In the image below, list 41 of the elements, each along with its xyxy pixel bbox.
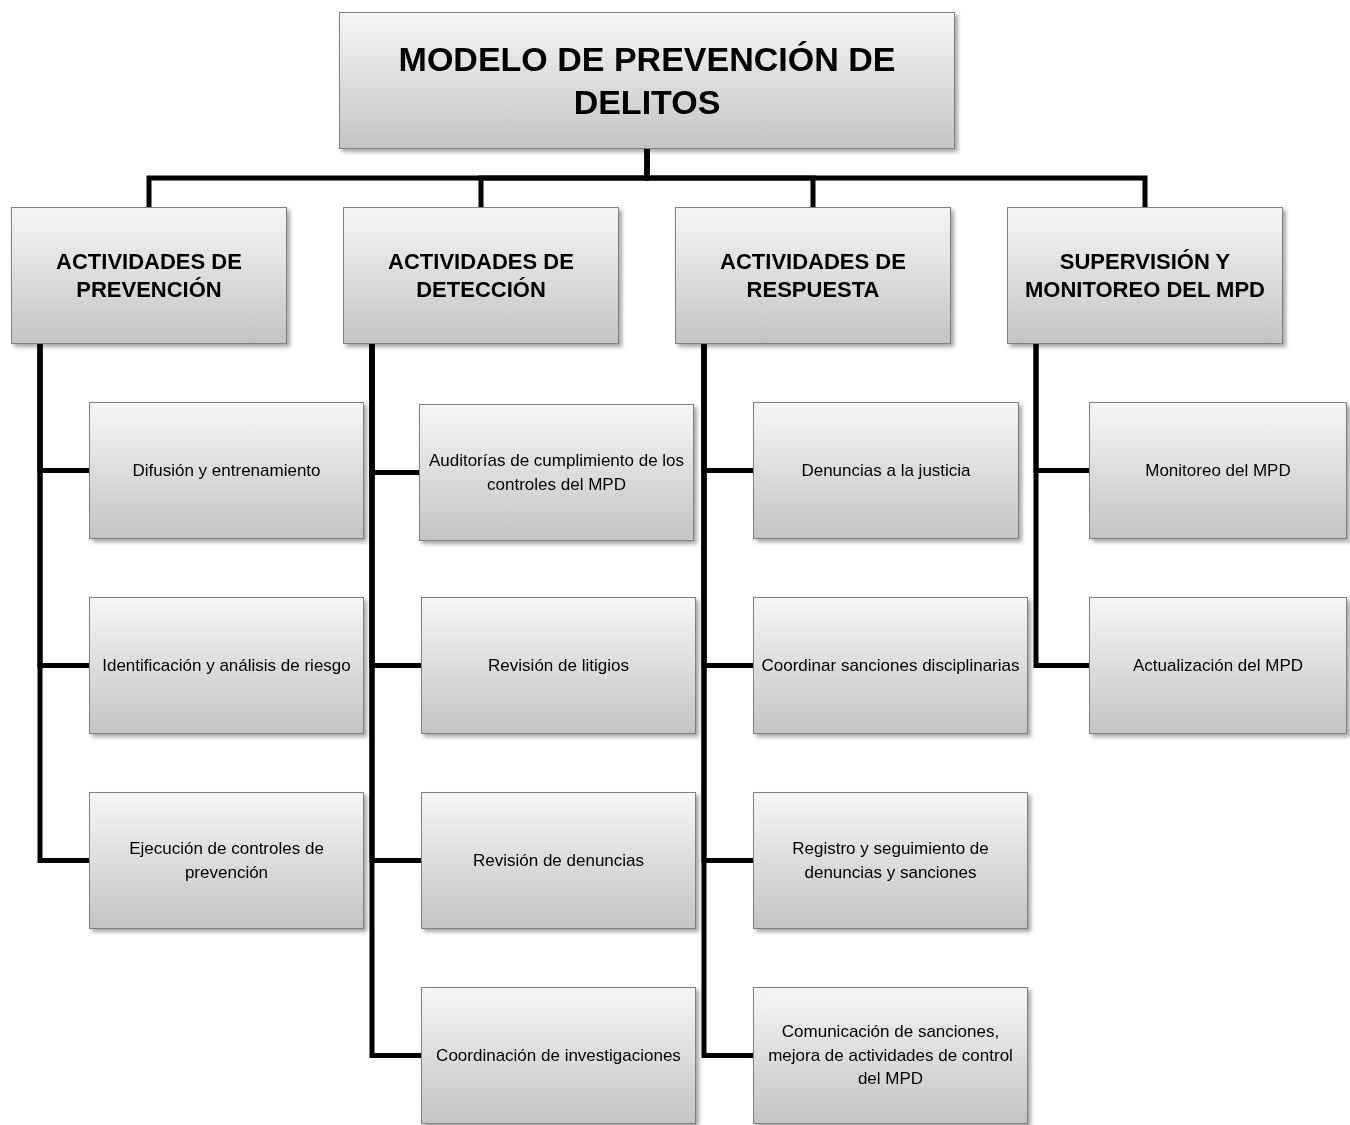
process-box: [11, 207, 287, 344]
box-label: Actualización del MPD: [1132, 654, 1304, 677]
box-label: SUPERVISIÓN Y MONITOREO DEL MPD: [1024, 248, 1266, 303]
connector-line: [701, 344, 753, 1058]
process-box: [89, 402, 364, 539]
process-box: [1089, 597, 1347, 734]
box-label: MODELO DE PREVENCIÓN DE DELITOS: [397, 39, 897, 123]
connector-line: [644, 149, 1148, 207]
box-label: Difusión y entrenamiento: [132, 459, 321, 482]
process-box: [343, 207, 619, 344]
process-box: [675, 207, 951, 344]
connector-line: [1033, 344, 1089, 668]
box-label: Denuncias a la justicia: [801, 459, 971, 482]
box-label: Auditorías de cumplimiento de los controles del MPD: [427, 450, 686, 496]
box-label: Revisión de litigios: [488, 654, 629, 677]
connector-line: [37, 344, 89, 863]
box-label: Registro y seguimiento de denuncias y sanciones: [791, 838, 990, 884]
process-box: [753, 987, 1028, 1124]
process-box: [1089, 402, 1347, 539]
box-label: Coordinación de investigaciones: [436, 1044, 681, 1067]
process-box: [89, 597, 364, 734]
process-box: [421, 597, 696, 734]
process-box: [753, 792, 1028, 929]
process-box: [339, 12, 955, 149]
process-box: [753, 402, 1019, 539]
box-label: ACTIVIDADES DE PREVENCIÓN: [55, 248, 243, 303]
process-box: [421, 987, 696, 1124]
process-box: [1007, 207, 1283, 344]
box-label: Revisión de denuncias: [472, 849, 645, 872]
box-label: ACTIVIDADES DE DETECCIÓN: [387, 248, 575, 303]
box-label: Comunicación de sanciones, mejora de actividades de control del MPD: [767, 1021, 1014, 1091]
connector-line: [369, 344, 421, 1058]
box-label: Monitoreo del MPD: [1145, 459, 1291, 482]
box-label: Ejecución de controles de prevención: [128, 838, 325, 884]
process-box: [753, 597, 1028, 734]
process-box: [419, 404, 694, 541]
box-label: ACTIVIDADES DE RESPUESTA: [719, 248, 907, 303]
process-box: [421, 792, 696, 929]
process-box: [89, 792, 364, 929]
box-label: Identificación y análisis de riesgo: [102, 654, 351, 677]
box-label: Coordinar sanciones disciplinarias: [761, 654, 1020, 677]
